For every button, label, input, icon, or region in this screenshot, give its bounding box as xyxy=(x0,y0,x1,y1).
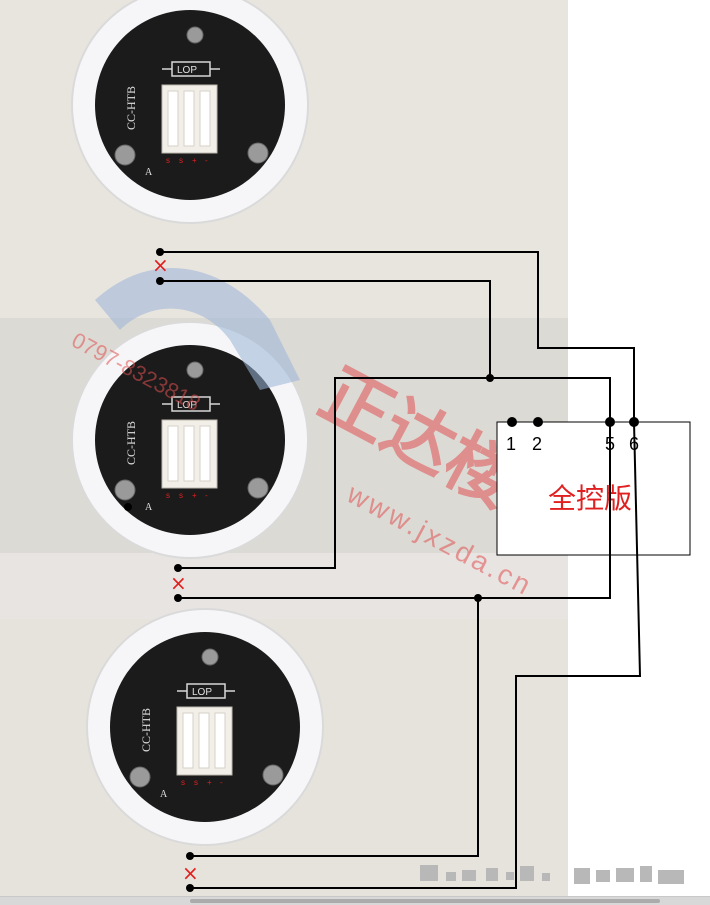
pin-label: s xyxy=(166,156,170,165)
model-label: CC-HTB xyxy=(124,421,138,465)
control-board-label: 全控版 xyxy=(548,482,632,515)
pin-label: + xyxy=(192,156,197,165)
mounting-screw xyxy=(129,766,151,788)
blurred-credit xyxy=(420,864,688,886)
terminal-dot-2 xyxy=(533,417,543,427)
wire-m2-s1 xyxy=(178,377,490,569)
watermark-logo xyxy=(95,267,300,390)
pin-label: - xyxy=(205,491,208,500)
junction-dot xyxy=(124,503,132,511)
wire-m1-s1 xyxy=(160,251,635,422)
terminal-dot-1 xyxy=(507,417,517,427)
junction-dot xyxy=(186,884,194,892)
connector-slot xyxy=(199,90,211,147)
side-label: A xyxy=(160,789,168,800)
wire-m2-s2 xyxy=(178,422,611,599)
wire-m3-s1 xyxy=(190,598,479,857)
pin-label: + xyxy=(207,778,212,787)
junction-dot xyxy=(156,248,164,256)
mounting-screw xyxy=(262,764,284,786)
model-label: CC-HTB xyxy=(124,86,138,130)
cut-mark: × xyxy=(182,861,199,885)
mounting-screw xyxy=(201,648,219,666)
pin-label: s xyxy=(179,491,183,500)
cut-mark: × xyxy=(152,253,169,277)
junction-dot xyxy=(486,374,494,382)
terminal-label-1: 1 xyxy=(506,434,516,454)
pin-label: - xyxy=(205,156,208,165)
terminal-label-2: 2 xyxy=(532,434,542,454)
pin-label: s xyxy=(181,778,185,787)
connector-slot xyxy=(199,425,211,482)
pin-label: s xyxy=(194,778,198,787)
junction-dot xyxy=(174,594,182,602)
mounting-screw xyxy=(114,144,136,166)
pin-label: + xyxy=(192,491,197,500)
control-board xyxy=(496,421,691,556)
horizontal-scrollbar[interactable] xyxy=(0,896,710,905)
junction-dot xyxy=(186,852,194,860)
cut-mark: × xyxy=(170,571,187,595)
connector-slot xyxy=(198,712,210,769)
side-label: A xyxy=(145,167,153,178)
wire-m3-s2 xyxy=(190,421,642,889)
photo-panel-gap xyxy=(0,553,568,619)
connector-slot xyxy=(167,90,179,147)
connector-slot xyxy=(183,425,195,482)
connector-slot xyxy=(183,90,195,147)
mounting-screw xyxy=(114,479,136,501)
connector-slot xyxy=(182,712,194,769)
junction-dot xyxy=(174,564,182,572)
pin-label: s xyxy=(179,156,183,165)
pin-label: - xyxy=(220,778,223,787)
mounting-screw xyxy=(186,26,204,44)
lop-label: LOP xyxy=(177,65,197,76)
side-label: A xyxy=(145,502,153,513)
mounting-screw xyxy=(247,142,269,164)
lop-label: LOP xyxy=(177,400,197,411)
lop-label: LOP xyxy=(192,687,212,698)
scrollbar-thumb[interactable] xyxy=(190,899,660,903)
terminal-dot-6 xyxy=(629,417,639,427)
pin-label: s xyxy=(166,491,170,500)
connector-slot xyxy=(214,712,226,769)
junction-dot xyxy=(156,277,164,285)
junction-dot xyxy=(474,594,482,602)
connector-slot xyxy=(167,425,179,482)
mounting-screw xyxy=(186,361,204,379)
mounting-screw xyxy=(247,477,269,499)
model-label: CC-HTB xyxy=(139,708,153,752)
terminal-dot-5 xyxy=(605,417,615,427)
